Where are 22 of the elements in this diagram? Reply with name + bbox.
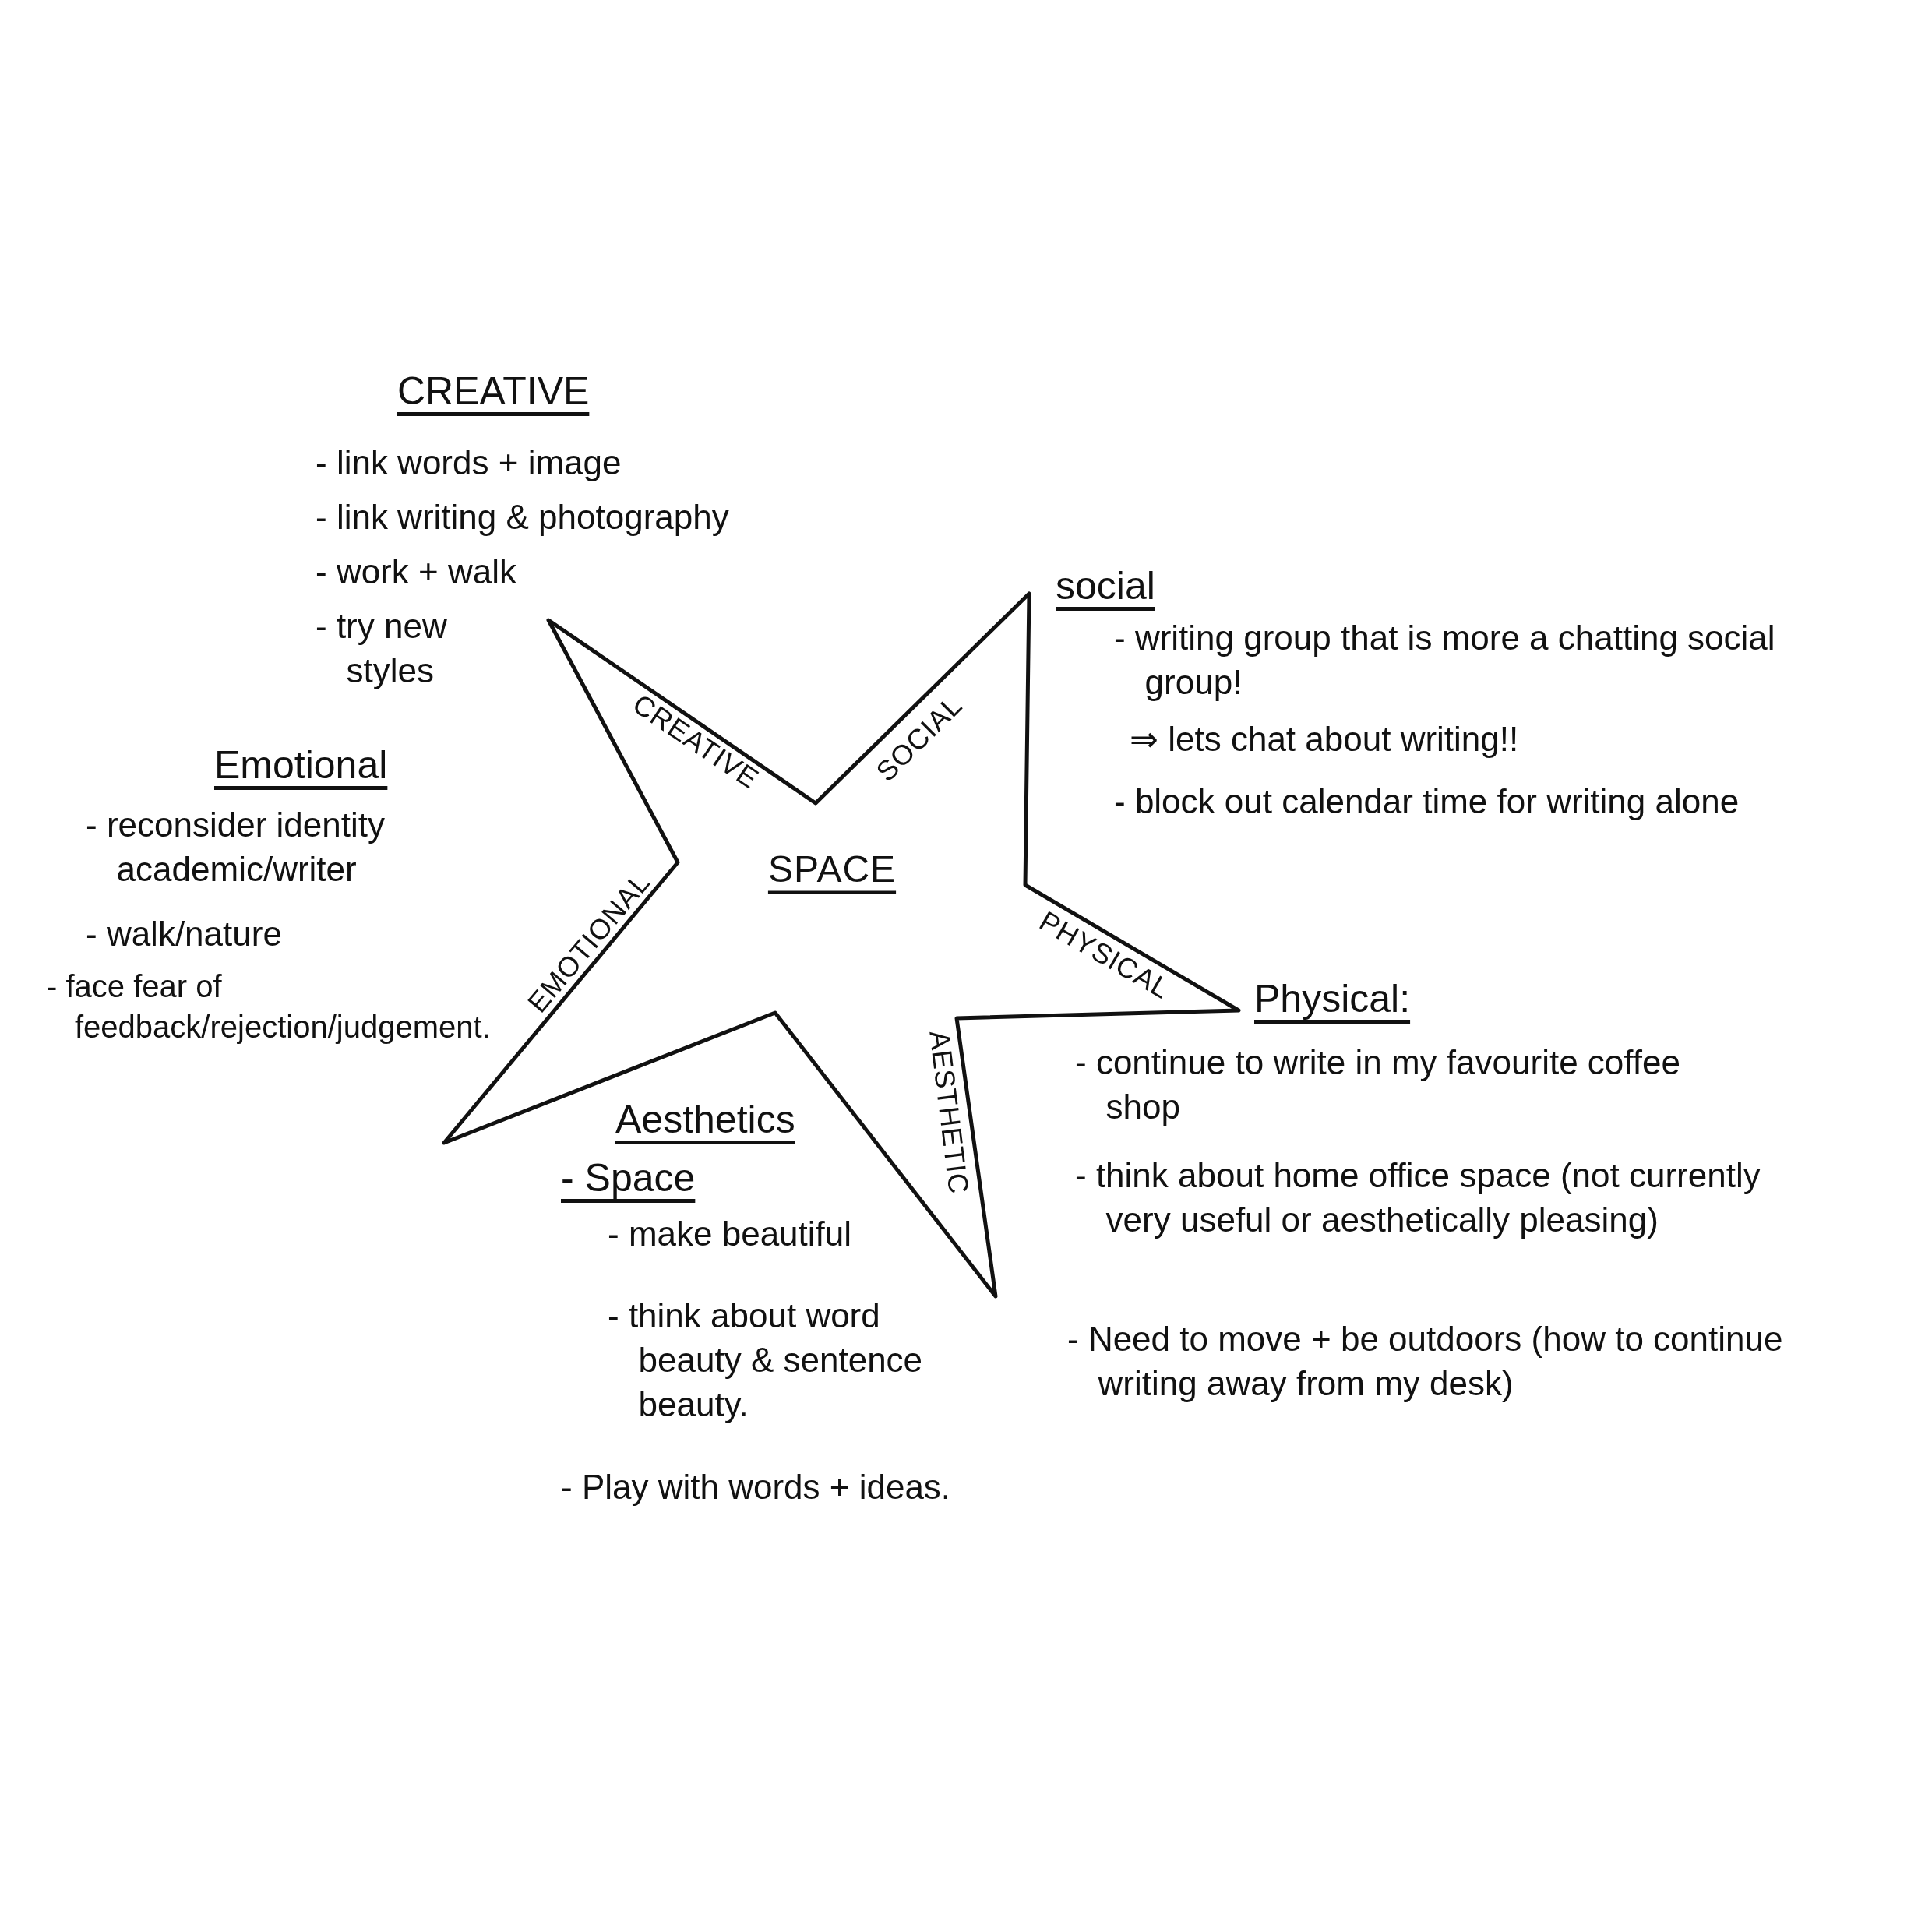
note-text: - link writing & photography bbox=[316, 497, 730, 538]
note-text: - link words + image bbox=[316, 442, 622, 483]
note-text: - think about home office space (not currently very useful or aesthetically pleasing) bbox=[1075, 1155, 1761, 1241]
section-heading: Physical: bbox=[1254, 976, 1412, 1022]
note-text: - reconsider identity academic/writer bbox=[86, 805, 386, 890]
section-heading: Aesthetics bbox=[615, 1097, 796, 1143]
note-text: - try new styles bbox=[316, 606, 448, 692]
section-heading: CREATIVE bbox=[397, 368, 591, 414]
section-heading: Emotional bbox=[214, 742, 389, 788]
arm-label: AESTHETIC bbox=[922, 1028, 975, 1197]
note-text: - work + walk bbox=[316, 552, 517, 592]
note-text: - walk/nature bbox=[86, 914, 283, 954]
note-text: - think about word beauty & sentence beauty. bbox=[608, 1296, 924, 1426]
note-text: - block out calendar time for writing alone bbox=[1114, 781, 1740, 822]
note-text: - continue to write in my favourite coffee shop bbox=[1075, 1042, 1681, 1128]
note-text: - Play with words + ideas. bbox=[561, 1467, 952, 1507]
note-text: ⇒ lets chat about writing!! bbox=[1130, 719, 1520, 760]
note-text: - Need to move + be outdoors (how to continue writing away from my desk) bbox=[1067, 1319, 1784, 1405]
note-text: - writing group that is more a chatting social group! bbox=[1114, 618, 1776, 703]
section-heading: social bbox=[1056, 563, 1156, 609]
note-text: - make beautiful bbox=[608, 1214, 853, 1254]
section-heading: - Space bbox=[561, 1155, 696, 1201]
